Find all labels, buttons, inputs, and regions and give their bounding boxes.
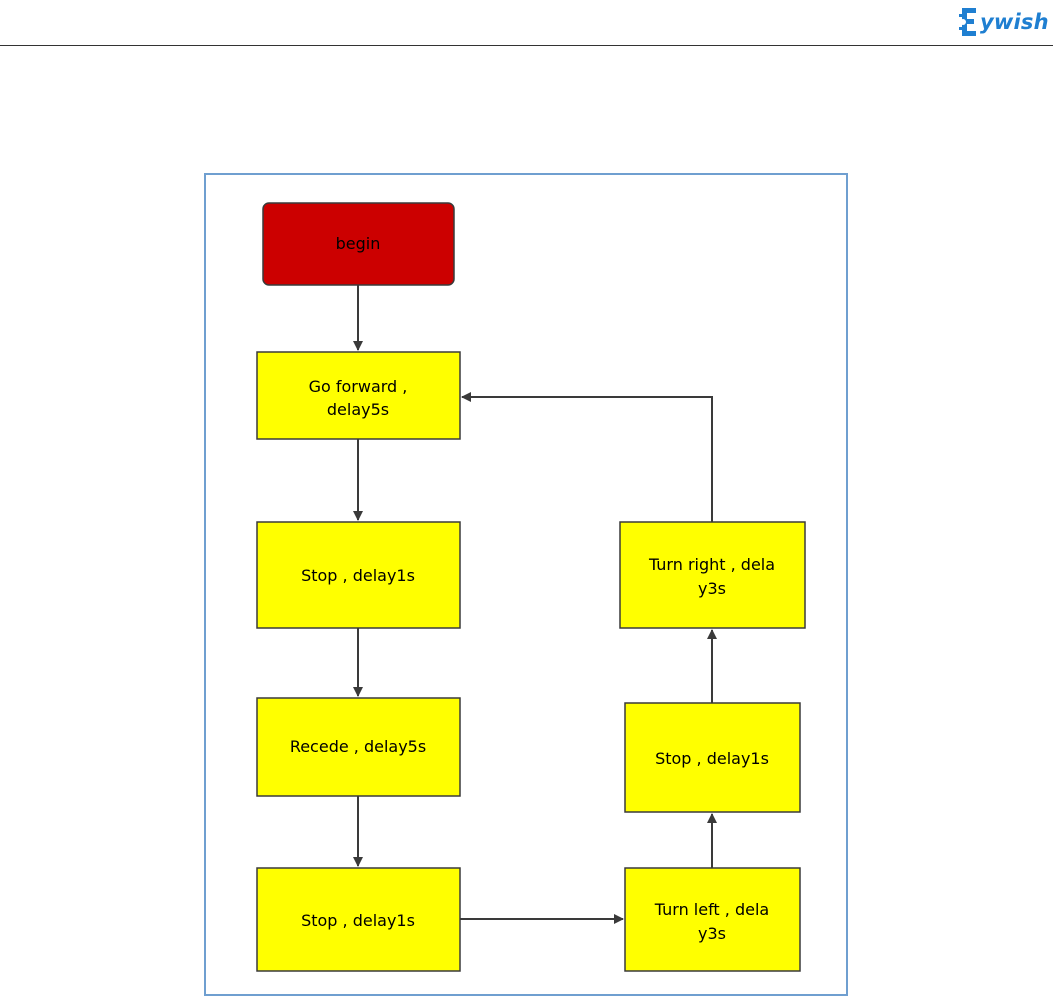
node-go-forward-label-line2: delay5s bbox=[327, 400, 389, 419]
node-begin-label: begin bbox=[336, 234, 381, 253]
node-go-forward-label-line1: Go forward , bbox=[309, 377, 408, 396]
node-stop-2: Stop , delay1s bbox=[256, 867, 461, 972]
diagram-frame bbox=[204, 173, 848, 996]
node-stop-3: Stop , delay1s bbox=[624, 702, 801, 813]
node-stop-1-label: Stop , delay1s bbox=[301, 566, 415, 585]
node-recede: Recede , delay5s bbox=[256, 697, 461, 797]
header-rule bbox=[0, 45, 1053, 46]
node-recede-label: Recede , delay5s bbox=[290, 737, 426, 756]
node-turn-right-label-line1: Turn right , dela bbox=[648, 555, 775, 574]
node-stop-2-label: Stop , delay1s bbox=[301, 911, 415, 930]
node-stop-3-label: Stop , delay1s bbox=[655, 749, 769, 768]
node-begin: begin bbox=[262, 202, 455, 286]
node-turn-right-label-line2: y3s bbox=[698, 579, 726, 598]
logo-text: ywish bbox=[980, 10, 1049, 34]
node-turn-left: Turn left , dela y3s bbox=[624, 867, 801, 972]
edge-turn-right-to-go-forward bbox=[461, 392, 713, 522]
node-stop-1: Stop , delay1s bbox=[256, 521, 461, 629]
gear-logo-icon bbox=[959, 8, 976, 36]
node-turn-right: Turn right , dela y3s bbox=[619, 521, 806, 629]
node-turn-left-label-line1: Turn left , dela bbox=[654, 900, 769, 919]
brand-logo: ywish bbox=[958, 2, 1049, 42]
node-turn-left-label-line2: y3s bbox=[698, 924, 726, 943]
node-go-forward: Go forward , delay5s bbox=[256, 351, 461, 440]
